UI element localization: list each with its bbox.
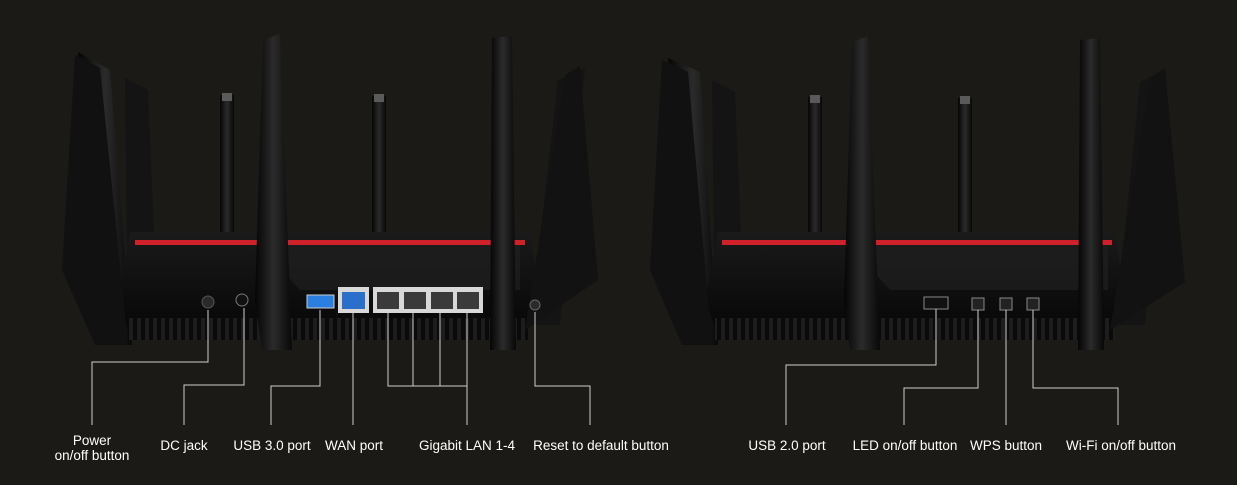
callout-reset	[534, 312, 591, 425]
usb3-port-icon	[306, 294, 335, 309]
led-button-icon	[971, 297, 985, 311]
left-vents	[128, 318, 528, 340]
right-router	[650, 36, 1185, 350]
left-front-fin-4	[525, 66, 598, 330]
callout-lan	[387, 313, 467, 387]
right-vents	[715, 318, 1115, 340]
left-thin-antenna-1	[220, 95, 234, 235]
left-thin-antenna-2	[372, 96, 386, 232]
right-thin-antenna-2	[958, 98, 972, 232]
left-router	[62, 34, 598, 350]
label-wan: WAN port	[324, 438, 383, 453]
right-front-fin-3	[1078, 38, 1104, 350]
right-thin-antenna-1	[808, 97, 822, 235]
wps-button-icon	[999, 297, 1013, 311]
label-wifi: Wi-Fi on/off button	[1065, 438, 1177, 453]
right-front-fin-2	[844, 36, 880, 350]
label-wps: WPS button	[969, 438, 1043, 453]
left-front-fin-1	[62, 55, 128, 345]
power-button-icon	[201, 295, 215, 309]
dc-jack-icon	[235, 293, 249, 307]
right-front-fin-4	[1110, 68, 1185, 330]
label-reset: Reset to default button	[533, 438, 669, 453]
label-usb3: USB 3.0 port	[233, 438, 311, 453]
label-led: LED on/off button	[852, 438, 958, 453]
wifi-button-icon	[1026, 297, 1040, 311]
callout-power	[91, 310, 209, 425]
left-front-fin-2	[255, 34, 292, 350]
label-lan: Gigabit LAN 1-4	[418, 438, 516, 453]
callout-usb2	[785, 309, 937, 425]
left-front-fin-3	[490, 36, 516, 350]
callout-led	[903, 310, 979, 425]
label-usb2: USB 2.0 port	[748, 438, 826, 453]
right-red-stripe	[722, 240, 1112, 245]
reset-button-icon	[529, 299, 541, 311]
callout-lines	[91, 308, 1119, 425]
right-front-fin-1	[650, 60, 712, 345]
callout-dc-jack	[183, 308, 245, 425]
label-power: Power on/off button	[54, 433, 130, 463]
usb2-port-icon	[923, 296, 949, 310]
label-dc-jack: DC jack	[160, 438, 208, 453]
callout-usb3	[270, 310, 321, 425]
left-red-stripe	[135, 240, 525, 245]
callout-wifi	[1032, 310, 1119, 425]
